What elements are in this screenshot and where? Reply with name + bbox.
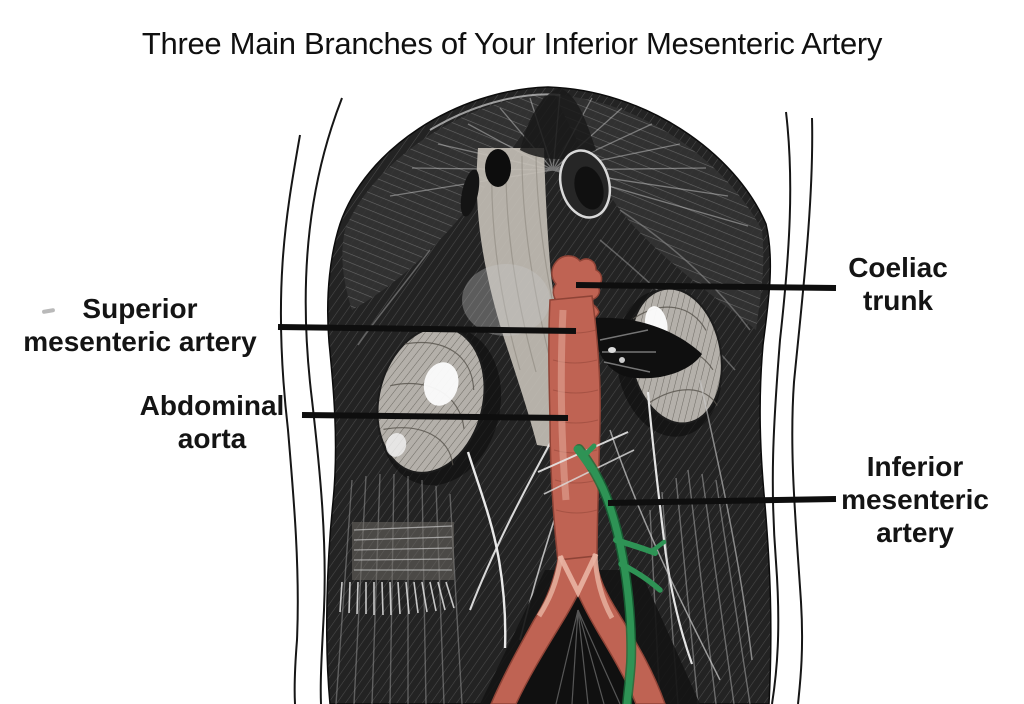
label-line: Coeliac bbox=[848, 252, 948, 283]
leader-line-superior-mesenteric bbox=[277, 324, 577, 334]
right-ureter bbox=[466, 451, 507, 649]
right-kidney bbox=[376, 326, 502, 486]
inferior-mesenteric-artery-highlight bbox=[573, 443, 667, 704]
label-line: aorta bbox=[177, 423, 247, 454]
label-abdominal-aorta: Abdominal aorta bbox=[92, 389, 332, 455]
leader-line-abdominal-aorta bbox=[301, 412, 569, 421]
label-line: trunk bbox=[863, 285, 933, 316]
leader-line-inferior-mesenteric bbox=[607, 496, 837, 506]
label-inferior-mesenteric-artery: Inferior mesenteric artery bbox=[805, 450, 1024, 549]
iliac-wedge bbox=[512, 598, 646, 704]
label-line: mesenteric artery bbox=[23, 326, 257, 357]
page-title: Three Main Branches of Your Inferior Mes… bbox=[141, 26, 883, 61]
leader-line-coeliac-trunk bbox=[575, 282, 837, 291]
body-contour-lines bbox=[279, 97, 814, 704]
label-coeliac-trunk: Coeliac trunk bbox=[788, 251, 1008, 317]
renal-vessels bbox=[596, 317, 702, 379]
label-line: Superior bbox=[82, 293, 198, 324]
label-line: Abdominal bbox=[139, 390, 285, 421]
label-line: Inferior bbox=[866, 451, 964, 482]
oesophageal-opening bbox=[485, 149, 511, 187]
label-line: mesenteric bbox=[841, 484, 989, 515]
label-line: artery bbox=[876, 517, 954, 548]
central-tendon bbox=[520, 88, 596, 159]
adrenal-patch bbox=[462, 264, 550, 336]
label-superior-mesenteric-artery: Superior mesenteric artery bbox=[0, 292, 280, 358]
muscle-fringe bbox=[339, 581, 455, 616]
